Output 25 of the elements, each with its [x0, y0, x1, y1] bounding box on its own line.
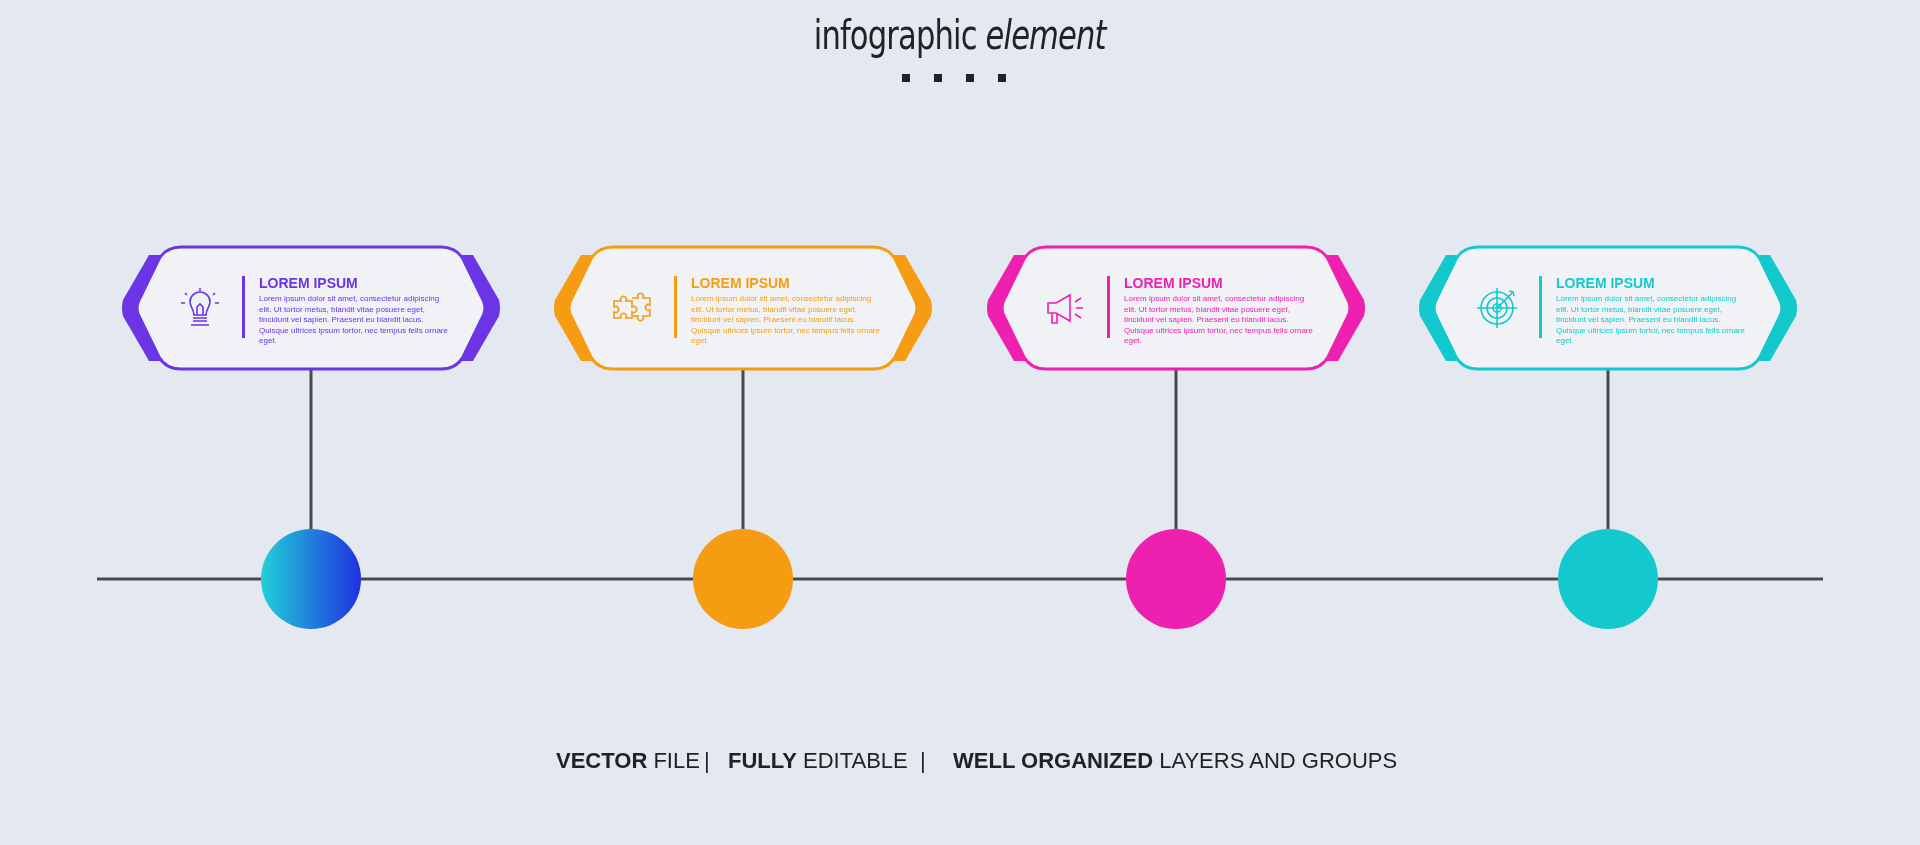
hexagon-card [553, 245, 933, 371]
footer-text: FULLY EDITABLE [728, 748, 908, 774]
card-heading: LOREM IPSUM [1124, 275, 1223, 291]
connector-line [1226, 577, 1558, 581]
card-body-text: Lorem ipsum dolor sit amet, consectetur adipiscing elit. Ut tortor metus, blandit vitae posuere eget, tincidunt vel sapien. Praesent eu blandit lacus. Quisque ultrices ipsum tortor, nec tempus felis ornare eget. [1124, 294, 1314, 347]
hexagon-card [121, 245, 501, 371]
card-heading: LOREM IPSUM [691, 275, 790, 291]
connector-line [741, 370, 745, 529]
connector-line [361, 577, 693, 581]
title: infographic element [814, 12, 1106, 58]
separator-text: | [704, 748, 710, 774]
connector-line [309, 370, 313, 529]
separator-text: | [920, 748, 926, 774]
footer-text: WELL ORGANIZED LAYERS AND GROUPS [953, 748, 1398, 774]
connector-line [1606, 370, 1610, 529]
connector-line [1174, 370, 1178, 529]
footer-text: VECTOR FILE [556, 748, 700, 774]
card-heading: LOREM IPSUM [1556, 275, 1655, 291]
hexagon-card [986, 245, 1366, 371]
card-body-text: Lorem ipsum dolor sit amet, consectetur adipiscing elit. Ut tortor metus, blandit vitae posuere eget, tincidunt vel sapien. Praesent eu blandit lacus. Quisque ultrices ipsum tortor, nec tempus felis ornare eget. [1556, 294, 1746, 347]
card-body-text: Lorem ipsum dolor sit amet, consectetur adipiscing elit. Ut tortor metus, blandit vitae posuere eget, tincidunt vel sapien. Praesent eu blandit lacus. Quisque ultrices ipsum tortor, nec tempus felis ornare eget. [691, 294, 881, 347]
hexagon-card [1418, 245, 1798, 371]
connector-line [793, 577, 1126, 581]
card-heading: LOREM IPSUM [259, 275, 358, 291]
card-body-text: Lorem ipsum dolor sit amet, consectetur adipiscing elit. Ut tortor metus, blandit vitae posuere eget, tincidunt vel sapien. Praesent eu blandit lacus. Quisque ultrices ipsum tortor, nec tempus felis ornare eget. [259, 294, 449, 347]
